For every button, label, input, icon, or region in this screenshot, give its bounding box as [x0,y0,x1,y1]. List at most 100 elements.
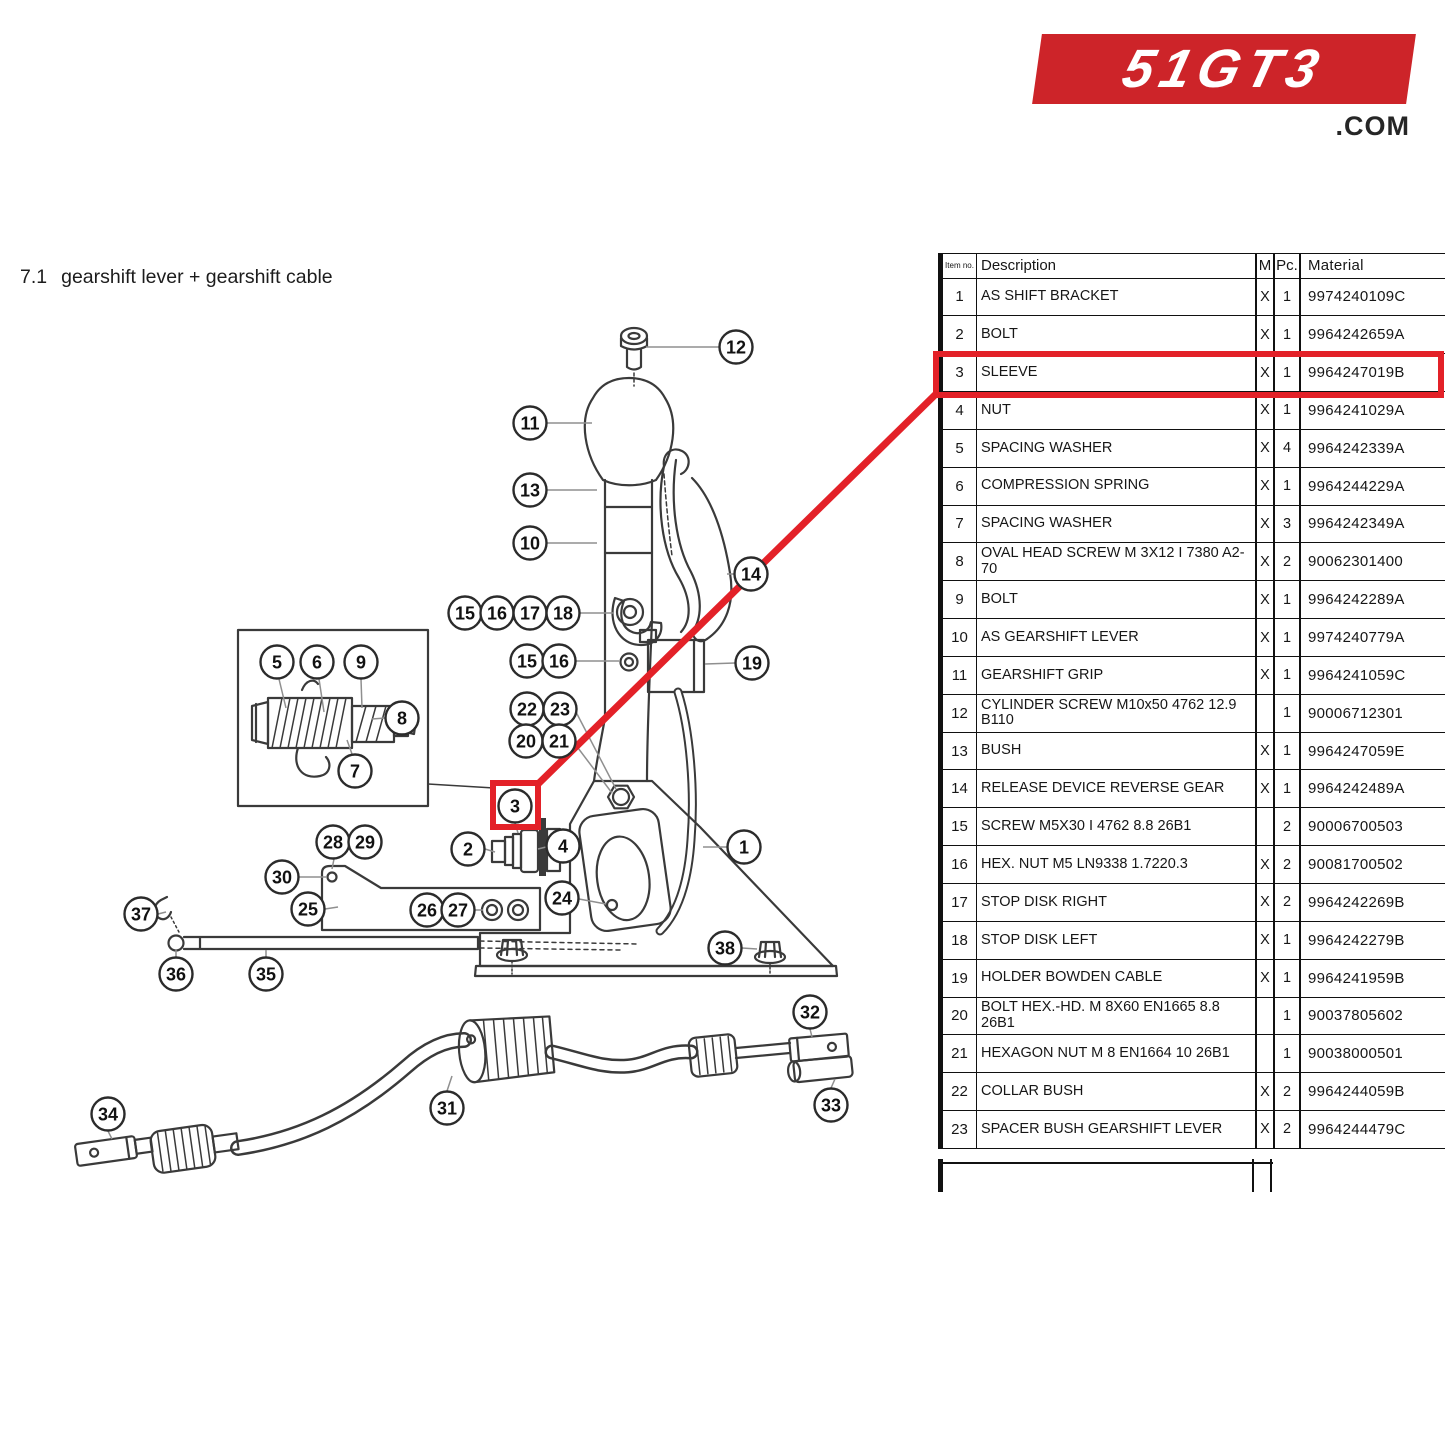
leader-line [704,662,736,665]
callout-number: 15 [455,604,475,624]
table-line-tail [1252,1159,1254,1192]
callout-circle [450,831,486,867]
logo-brand-text: 51GT3 [1116,39,1332,99]
callout-circle [512,525,548,561]
callout-circle [541,643,577,679]
cell-description: NUT [976,392,1255,429]
callout-number: 31 [437,1099,457,1119]
cell-description: GEARSHIFT GRIP [976,656,1255,694]
callout-29: 29 [347,824,383,860]
callout-35: 35 [248,956,284,992]
leader-line [360,678,363,709]
cell-description: RELEASE DEVICE REVERSE GEAR [976,770,1255,808]
cell-material: 9964241029A [1299,392,1445,429]
callout-circle [497,788,533,824]
callout-number: 29 [355,833,375,853]
cell-material: 90006712301 [1299,694,1445,732]
header-pc: Pc. [1273,254,1299,278]
callout-37: 37 [123,896,159,932]
cell-material: 9974240779A [1299,619,1445,656]
screw-part [619,326,649,387]
callout-circle [813,1087,849,1123]
cell-material: 9964242659A [1299,316,1445,354]
callout-circle [718,329,754,365]
callout-28: 28 [315,824,351,860]
callout-circle [544,880,580,916]
callout-number: 7 [350,762,360,782]
callout-circle [447,595,483,631]
cell-item-no: 21 [951,1045,968,1063]
callout-13: 13 [512,472,548,508]
callout-12: 12 [718,329,754,365]
cable-end-right [788,1032,850,1063]
callout-number: 21 [549,732,569,752]
callout-number: 22 [517,700,537,720]
callout-number: 37 [131,905,151,925]
callout-11: 11 [512,405,548,441]
callout-16: 16 [479,595,515,631]
callout-27: 27 [440,892,476,928]
cell-m: X [1255,619,1273,656]
callout-circle [440,892,476,928]
cell-item-no: 3 [955,364,964,382]
cell-m: X [1255,770,1273,808]
cell-item-no: 1 [955,288,964,306]
callout-number: 23 [550,700,570,720]
cell-pc: 1 [1273,770,1299,808]
callout-38: 38 [707,930,743,966]
callout-number: 17 [520,604,540,624]
cell-description: BOLT HEX.-HD. M 8X60 EN1665 8.8 26B1 [976,997,1255,1035]
cable-holder-block [638,628,706,936]
callout-number: 15 [517,652,537,672]
callout-number: 38 [715,939,735,959]
leader-line [741,947,758,950]
leader-line [157,911,167,915]
callout-circle [541,723,577,759]
cell-item-no: 15 [951,818,968,836]
cell-m: X [1255,1111,1273,1148]
cell-m: X [1255,732,1273,770]
callout-number: 33 [821,1096,841,1116]
site-logo: 51GT3 [1032,34,1416,104]
cell-item-no: 16 [951,856,968,874]
cell-m: X [1255,354,1273,392]
callout-number: 5 [272,653,282,673]
leader-line [278,678,287,709]
cell-m: X [1255,543,1273,581]
cell-item-no: 9 [955,591,964,609]
cell-item-no: 18 [951,931,968,949]
shift-bracket [473,779,839,978]
callout-4: 4 [545,828,581,864]
callout-circle [315,824,351,860]
callout-34: 34 [90,1096,126,1132]
cell-description: CYLINDER SCREW M10x50 4762 12.9 B110 [976,694,1255,732]
callout-number: 16 [487,604,507,624]
cell-material: 9964244059B [1299,1073,1445,1111]
cell-item-no: 13 [951,742,968,760]
gearshift-knob [583,376,675,783]
header-m: M [1255,254,1273,278]
callout-6: 6 [299,644,335,680]
leader-line [446,1075,453,1092]
callout-9: 9 [343,644,379,680]
callout-21: 21 [541,723,577,759]
cell-m: X [1255,316,1273,354]
cell-m: X [1255,505,1273,543]
callout-number: 25 [298,900,318,920]
cell-m: X [1255,429,1273,467]
callout-26: 26 [409,892,445,928]
callout-circle [429,1090,465,1126]
